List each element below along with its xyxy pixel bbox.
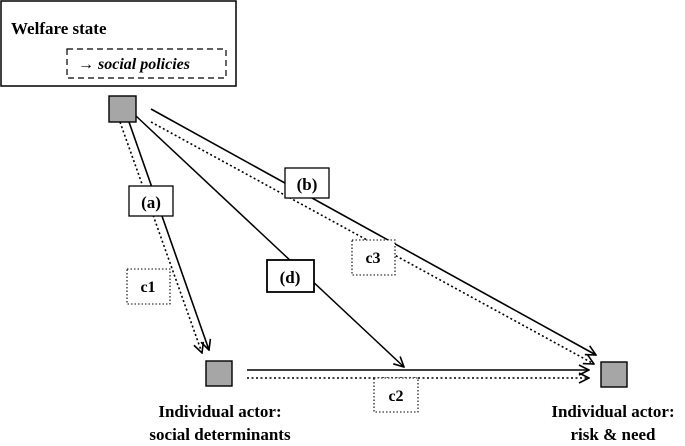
label-c2: c2 xyxy=(373,377,419,413)
label-c3: c3 xyxy=(351,239,396,276)
label-d-text: (d) xyxy=(280,268,301,287)
risk-need-node xyxy=(600,361,628,388)
path-c1-arrow xyxy=(119,121,202,353)
determinants-node xyxy=(205,360,233,387)
path-b-arrow xyxy=(150,108,596,355)
arrow-glyph: → xyxy=(78,56,94,73)
label-c2-text: c2 xyxy=(388,388,403,405)
welfare-state-box: Welfare state → social policies xyxy=(0,0,237,87)
label-a-text: (a) xyxy=(141,193,161,212)
welfare-state-node xyxy=(108,95,137,123)
label-b: (b) xyxy=(284,167,330,199)
label-c1-text: c1 xyxy=(140,279,155,296)
need-caption-line1: Individual actor: xyxy=(551,402,674,421)
social-policies-box xyxy=(66,48,227,79)
welfare-state-title: Welfare state xyxy=(11,19,107,38)
determinants-caption-line1: Individual actor: xyxy=(158,402,281,421)
label-c1: c1 xyxy=(126,268,171,305)
label-d: (d) xyxy=(266,259,315,293)
label-c3-text: c3 xyxy=(365,250,380,267)
label-b-text: (b) xyxy=(297,175,318,194)
label-a: (a) xyxy=(128,185,174,217)
path-d-arrow xyxy=(135,115,404,367)
path-a-arrow xyxy=(128,121,209,350)
need-caption-line2: risk & need xyxy=(571,425,657,444)
social-policies-label: social policies xyxy=(97,56,190,73)
determinants-caption-line2: social determinants xyxy=(149,425,291,444)
